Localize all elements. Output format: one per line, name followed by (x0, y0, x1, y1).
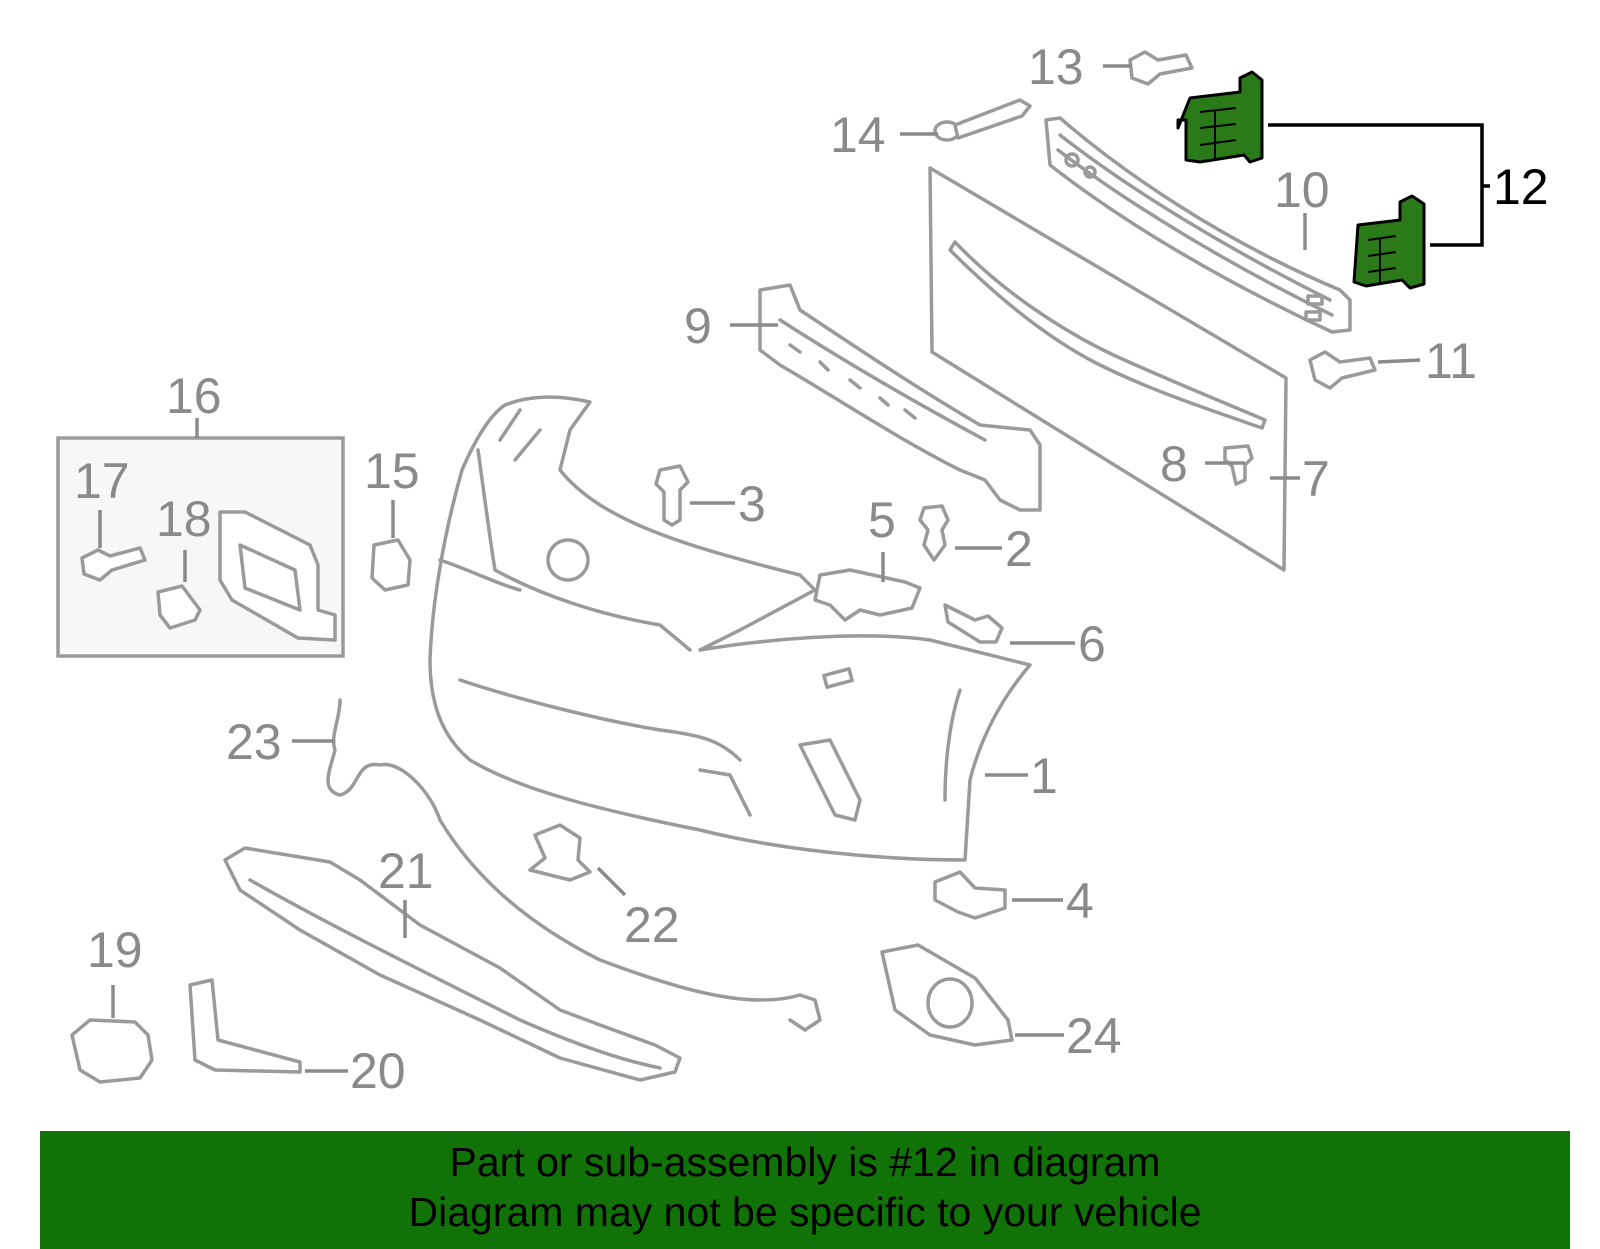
part-8-clip (1223, 444, 1254, 486)
part-4-sensor (933, 870, 1007, 920)
callout-9: 9 (684, 298, 712, 354)
callout-6: 6 (1078, 616, 1106, 672)
part-19-sensor (70, 1018, 154, 1084)
callout-10: 10 (1274, 162, 1330, 218)
callout-23: 23 (226, 714, 282, 770)
callout-14: 14 (830, 107, 886, 163)
callout-12: 12 (1493, 159, 1549, 215)
banner-line-2: Diagram may not be specific to your vehi… (408, 1189, 1202, 1235)
callout-20: 20 (350, 1043, 406, 1099)
callout-19: 19 (87, 922, 143, 978)
part-20-bracket (188, 978, 302, 1074)
callout-1: 1 (1030, 748, 1058, 804)
part-1-bumper-cover (428, 395, 1032, 862)
callout-8: 8 (1160, 436, 1188, 492)
callout-2: 2 (1005, 521, 1033, 577)
callout-24: 24 (1066, 1008, 1122, 1064)
callout-22: 22 (624, 897, 680, 953)
callout-15: 15 (364, 443, 420, 499)
part-16-kit-box (56, 418, 345, 658)
banner-line-1: Part or sub-assembly is #12 in diagram (449, 1139, 1161, 1185)
part-13-bolt (1128, 50, 1194, 86)
part-9-absorber (758, 283, 1042, 512)
callout-labels: 1 2 3 4 5 6 7 8 9 10 11 12 13 14 15 16 1… (74, 39, 1549, 1099)
leader-lines (98, 64, 1490, 1073)
part-18-bracket-plate (218, 510, 337, 642)
part-23-wire-harness (326, 698, 822, 1032)
part-21-undercover (223, 846, 682, 1082)
callout-13: 13 (1028, 39, 1084, 95)
notice-banner: Part or sub-assembly is #12 in diagram D… (40, 1131, 1570, 1249)
part-5-bracket (813, 568, 922, 622)
callout-16: 16 (166, 368, 222, 424)
part-17-bolt (80, 546, 147, 582)
part-22-clip (528, 823, 592, 882)
part-12-brackets-highlighted (1176, 70, 1426, 290)
part-3-clip (654, 464, 690, 527)
callout-17: 17 (74, 453, 130, 509)
callout-21: 21 (378, 843, 434, 899)
part-7-absorber (928, 166, 1288, 572)
part-14-tow-hook (933, 98, 1032, 142)
part-24-fog-bezel (880, 943, 1014, 1047)
callout-3: 3 (738, 476, 766, 532)
callout-7: 7 (1302, 451, 1330, 507)
part-2-clip (918, 504, 950, 562)
part-18-clip (156, 584, 202, 630)
callout-5: 5 (868, 492, 896, 548)
callout-4: 4 (1066, 873, 1094, 929)
part-15-sensor (370, 538, 412, 592)
callout-18: 18 (156, 491, 212, 547)
part-10-reinforcement (1044, 116, 1352, 334)
part-6-screw (943, 603, 1004, 644)
part-11-bolt (1308, 350, 1377, 390)
callout-11: 11 (1425, 333, 1477, 389)
